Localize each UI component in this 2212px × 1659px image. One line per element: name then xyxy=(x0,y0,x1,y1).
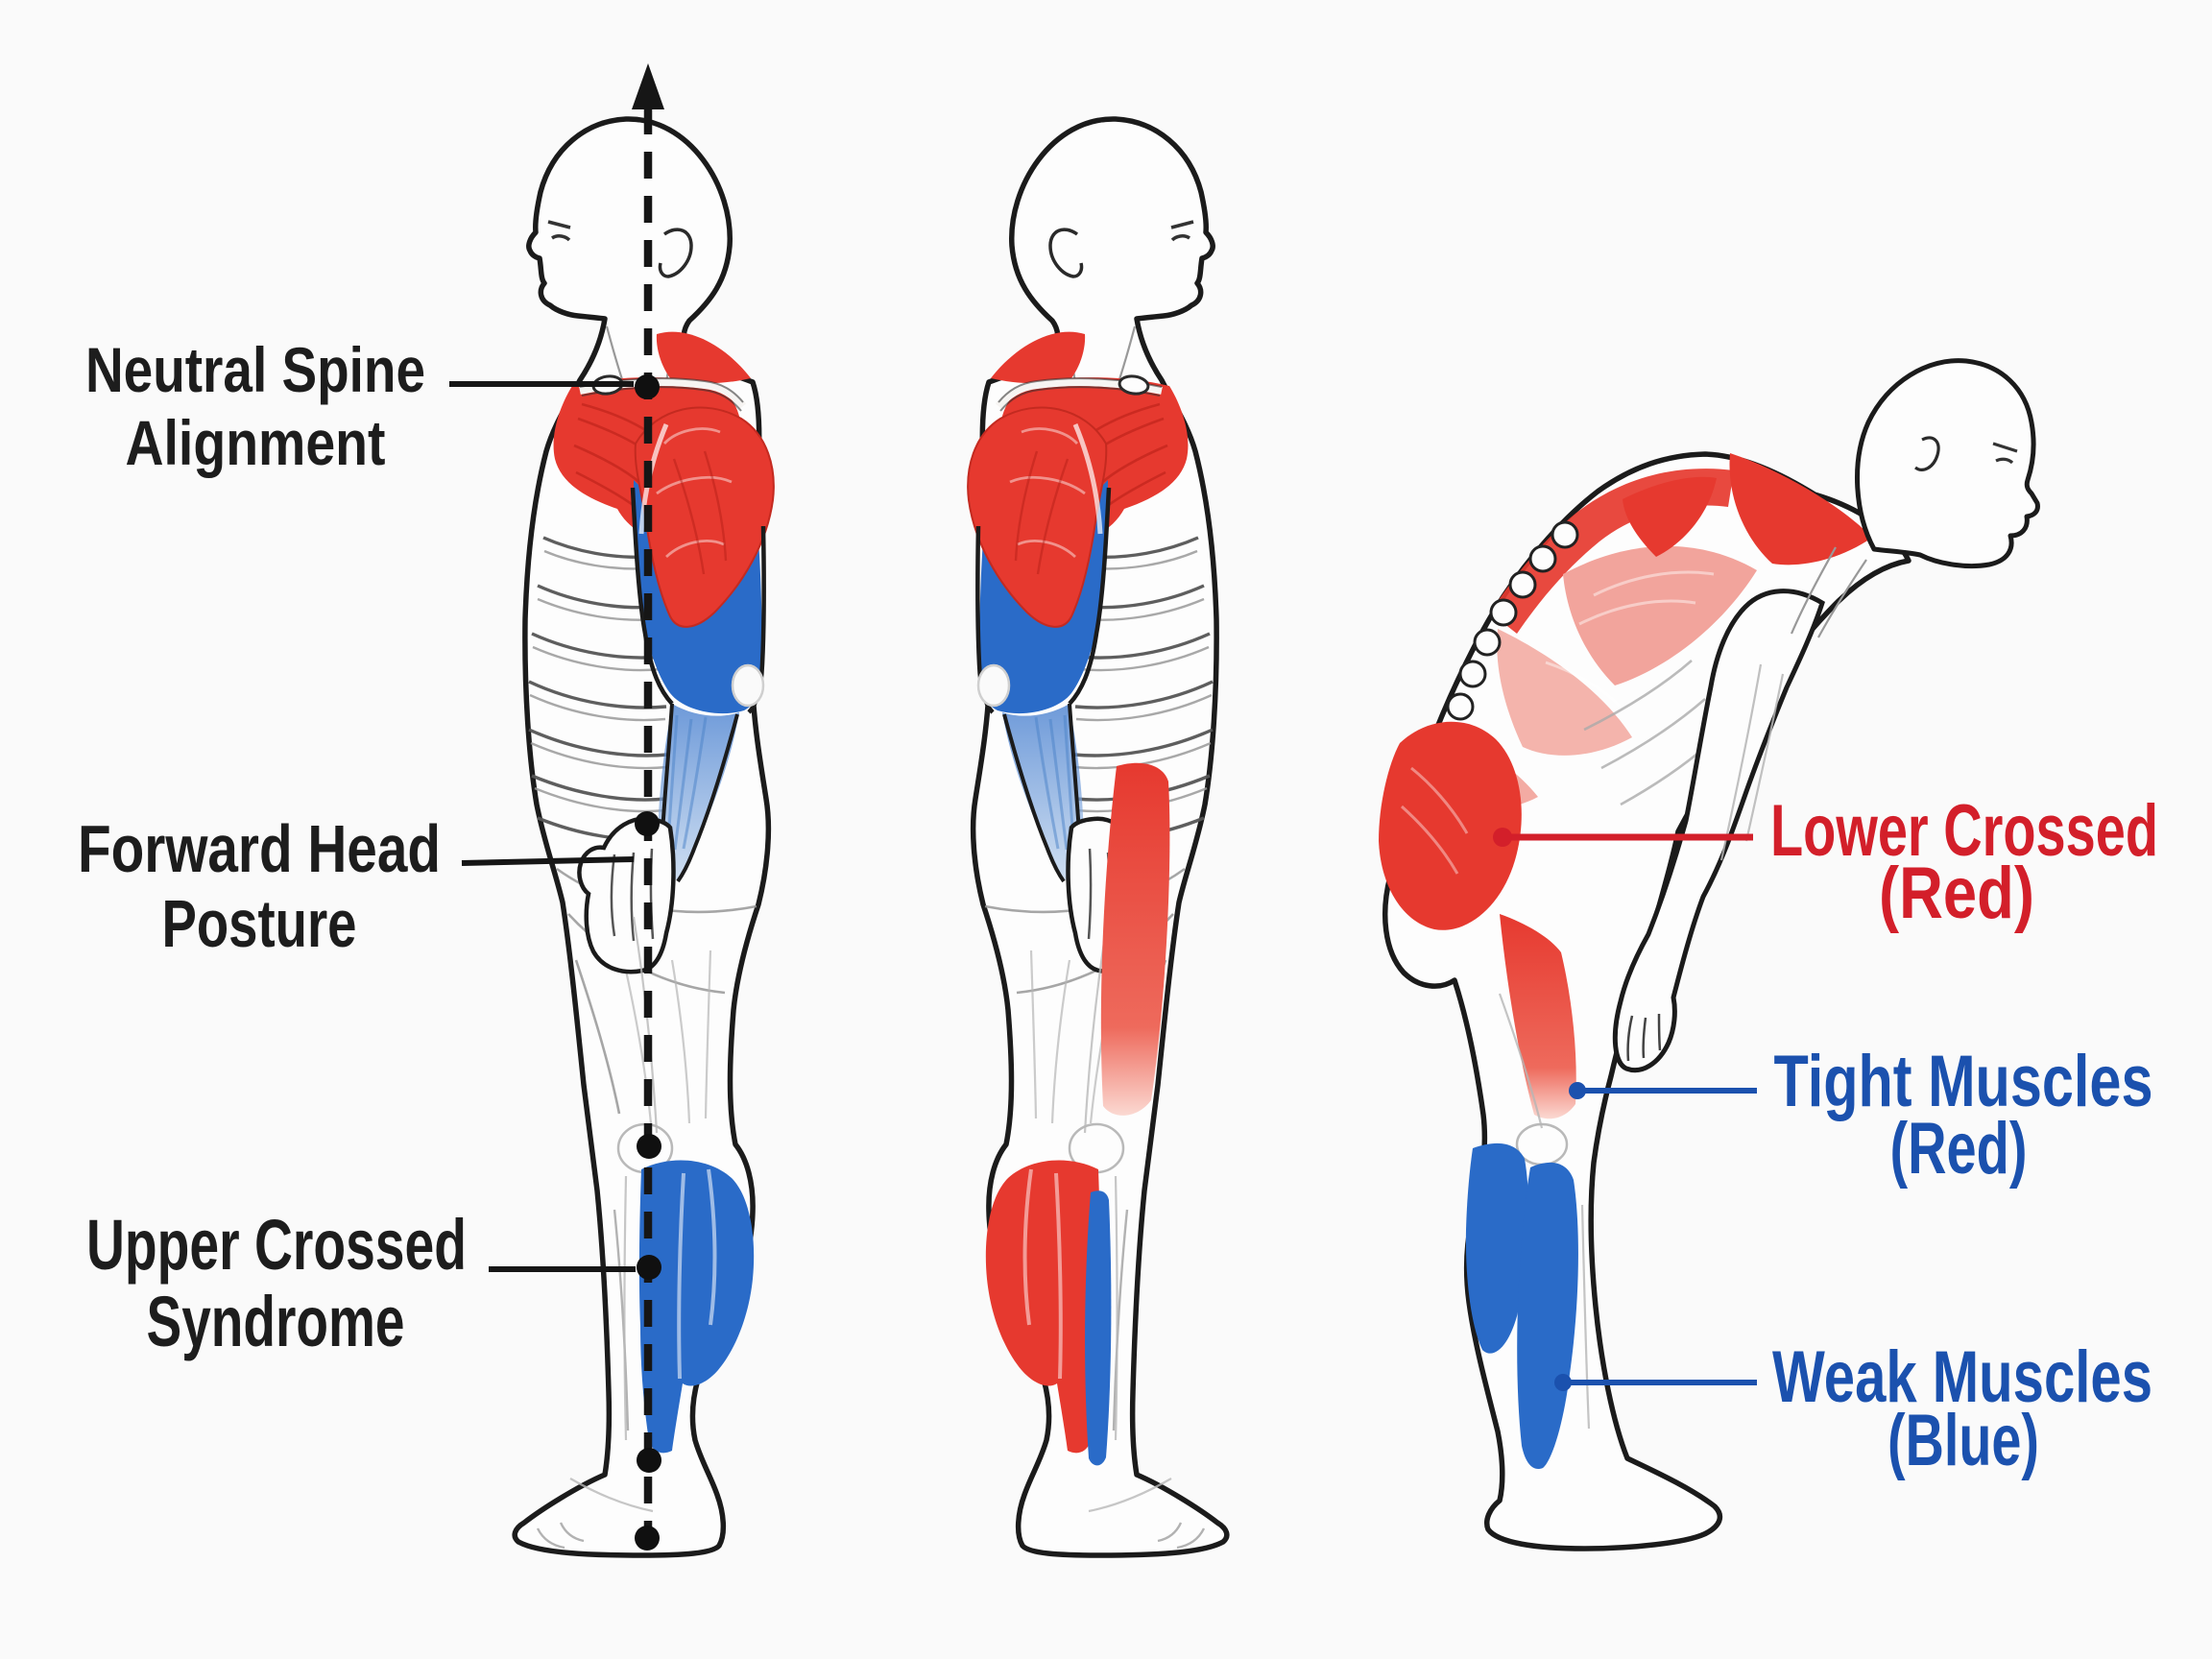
svg-text:Tight Muscles: Tight Muscles xyxy=(1774,1041,2153,1122)
svg-text:(Blue): (Blue) xyxy=(1887,1400,2039,1481)
svg-text:Neutral Spine: Neutral Spine xyxy=(85,334,425,405)
svg-text:Upper Crossed: Upper Crossed xyxy=(86,1205,467,1285)
svg-text:Syndrome: Syndrome xyxy=(147,1282,405,1361)
svg-text:(Red): (Red) xyxy=(1890,1108,2028,1190)
svg-text:Posture: Posture xyxy=(162,886,357,961)
svg-text:Weak Muscles: Weak Muscles xyxy=(1772,1336,2152,1418)
svg-text:Lower Crossed: Lower Crossed xyxy=(1770,790,2158,872)
svg-text:(Red): (Red) xyxy=(1879,853,2034,934)
svg-text:Alignment: Alignment xyxy=(126,407,386,478)
svg-text:Forward Head: Forward Head xyxy=(78,811,441,886)
